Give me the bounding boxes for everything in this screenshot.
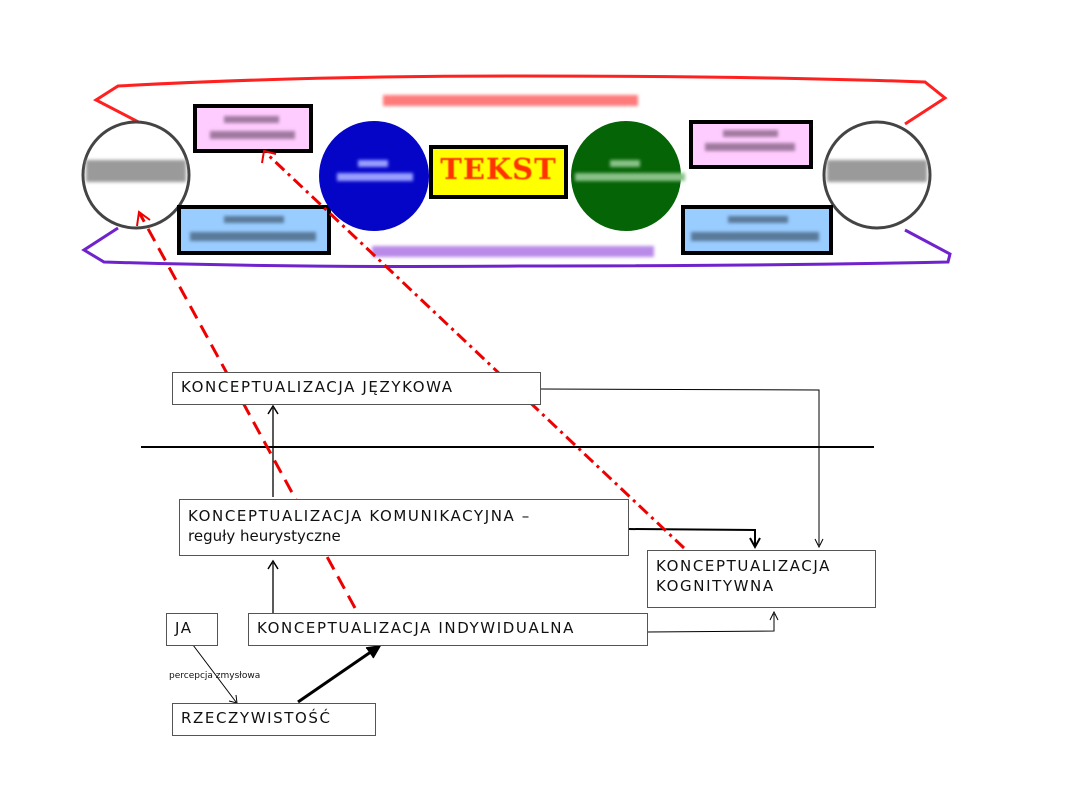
arrowhead	[267, 559, 279, 570]
receiver-circle-label-1	[610, 160, 640, 167]
right-circle-label	[827, 160, 927, 182]
left-blue-box-label-2	[190, 232, 316, 241]
sensory-perception-label: percepcja zmysłowa	[169, 671, 261, 681]
arrowhead	[365, 645, 382, 659]
arrow-communicative-to-cognitive	[627, 528, 756, 545]
box-cognitive-conceptualization: KONCEPTUALIZACJA KOGNITYWNA	[647, 550, 876, 608]
right-blue-box-label-1	[728, 216, 788, 223]
right-blue-box	[681, 205, 833, 255]
arrow-ja-to-reality	[192, 644, 237, 703]
box-label-line2: reguły heurystyczne	[188, 527, 341, 545]
box-reality: RZECZYWISTOŚĆ	[172, 703, 376, 736]
right-pink-box-label-2	[705, 143, 795, 151]
illegible-labels	[86, 95, 927, 257]
right-blue-box-label-2	[691, 232, 819, 241]
left-blue-box	[177, 205, 331, 255]
pointer-arrowhead	[136, 210, 151, 227]
arrow-individual-to-cognitive	[646, 614, 775, 633]
pointer-arrowhead	[261, 149, 277, 164]
outer-top-curve	[92, 74, 948, 130]
box-communicative-conceptualization: KONCEPTUALIZACJA KOMUNIKACYJNA – reguły …	[179, 499, 629, 556]
sender-circle-label-1	[358, 160, 388, 167]
left-circle-label	[86, 160, 186, 182]
text-box	[429, 145, 568, 199]
box-label-line1: KONCEPTUALIZACJA	[656, 557, 831, 575]
box-label: KONCEPTUALIZACJA JĘZYKOWA	[181, 378, 454, 396]
dashed-pointer-cognitive-to-left-pink-box	[264, 151, 686, 550]
left-pink-box-label-1	[224, 116, 279, 123]
arrowhead	[769, 610, 779, 621]
left-blue-box-label-1	[224, 216, 284, 223]
sender-circle-label-2	[337, 173, 413, 181]
bottom-curve-label	[372, 246, 654, 257]
outer-bottom-curve	[81, 226, 952, 268]
right-pink-box-label-1	[723, 130, 778, 137]
arrow-reality-to-individual	[297, 645, 379, 704]
box-ja: JA	[166, 613, 218, 646]
box-label: KONCEPTUALIZACJA INDYWIDUALNA	[257, 619, 575, 637]
top-curve-label	[383, 95, 638, 106]
left-pink-box	[193, 104, 313, 153]
arrow-linguistic-to-cognitive	[539, 388, 820, 545]
box-label-line1: KONCEPTUALIZACJA KOMUNIKACYJNA –	[188, 507, 531, 525]
box-label: JA	[175, 619, 193, 637]
arrowhead	[814, 538, 824, 549]
box-linguistic-conceptualization: KONCEPTUALIZACJA JĘZYKOWA	[172, 372, 541, 405]
box-individual-conceptualization: KONCEPTUALIZACJA INDYWIDUALNA	[248, 613, 648, 646]
box-label: RZECZYWISTOŚĆ	[181, 709, 332, 727]
receiver-circle-label-2	[575, 173, 685, 181]
arrowhead	[749, 537, 761, 550]
box-label-line2: KOGNITYWNA	[656, 577, 775, 595]
arrowhead	[267, 404, 279, 415]
text-box-label: TEKST	[440, 152, 557, 186]
left-pink-box-label-2	[210, 131, 295, 139]
